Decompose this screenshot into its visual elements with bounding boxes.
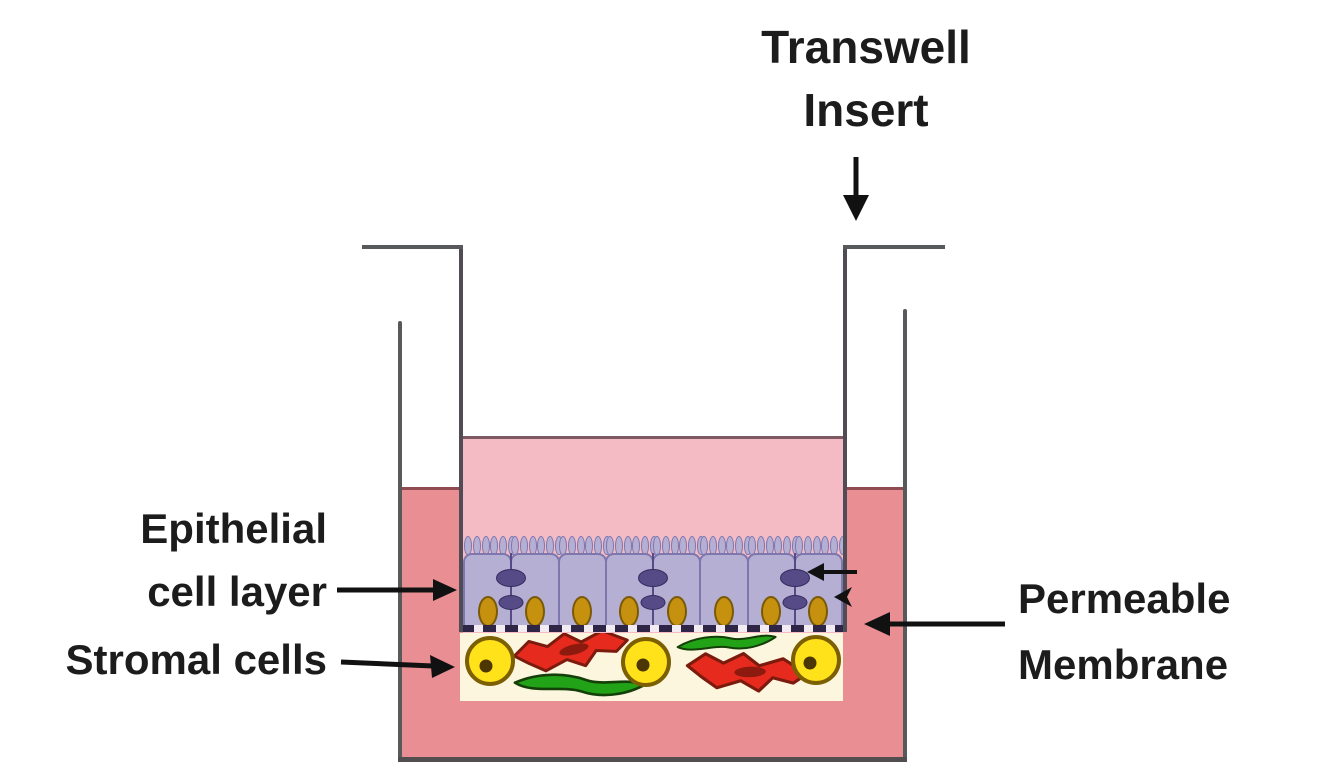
epithelial-label-line-2: cell layer: [147, 568, 327, 615]
epithelial-cell: [699, 527, 753, 632]
stromal-cell-spindle: [513, 673, 646, 697]
outer-well-right-wall: [903, 309, 907, 762]
stromal-cell-spindle: [676, 634, 777, 651]
epithelial-cell-body: [604, 553, 654, 632]
cilia-group: [511, 536, 538, 555]
stromal-cell-round: [791, 635, 841, 685]
epithelial-cell-body: [557, 553, 607, 632]
epithelial-cell-body: [793, 553, 843, 632]
epithelial-cell-body: [463, 553, 513, 632]
junction-complex-oval: [498, 595, 524, 610]
tight-junction: [638, 553, 668, 632]
stromal-cell-fibroblast: [512, 633, 629, 673]
permeable-membrane-label: Permeable Membrane: [1018, 566, 1308, 698]
cilia-row: [700, 529, 753, 555]
cilia-row: [653, 529, 705, 555]
outer-well-left-wall: [398, 321, 402, 762]
stromal-cell-round: [465, 636, 515, 686]
epithelial-cell-body: [652, 553, 702, 632]
stromal-cell-layer: [460, 633, 843, 701]
junction-complex-oval: [782, 595, 808, 610]
epithelial-nucleus: [619, 596, 640, 627]
transwell-insert-arrow: [843, 157, 869, 221]
epithelial-nucleus: [477, 596, 498, 627]
tight-junction: [496, 553, 527, 632]
insert-right-wall: [843, 245, 847, 632]
tight-junction: [779, 553, 810, 632]
epithelial-label-line-1: Epithelial: [140, 505, 327, 552]
epithelial-nucleus: [524, 596, 545, 627]
cilia-row: [464, 529, 516, 555]
epithelial-nucleus: [572, 596, 593, 627]
epithelial-cell-body: [746, 553, 796, 632]
epithelial-cell-layer: [463, 527, 847, 632]
epithelial-nucleus: [808, 596, 829, 627]
stromal-cells-graphic: [465, 633, 841, 697]
transwell-insert-label: Transwell Insert: [700, 16, 1032, 142]
epithelial-cell-layer-label: Epithelial cell layer: [18, 497, 327, 623]
epithelial-cell-body: [510, 553, 560, 632]
cilia-row: [605, 529, 658, 555]
cilia-row: [794, 529, 847, 555]
outer-well-bottom-wall: [398, 757, 907, 762]
title-line-1: Transwell: [761, 21, 971, 73]
stromal-cell-fibroblast: [685, 652, 809, 693]
epithelial-cell-body: [699, 553, 749, 632]
junction-complex-oval: [640, 595, 666, 610]
cilia-row: [558, 529, 611, 555]
junction-complex-oval: [779, 569, 810, 587]
epithelial-cell: [557, 527, 611, 632]
permeable-membrane: [461, 625, 843, 632]
cilia-row: [747, 529, 800, 555]
epithelial-nucleus: [666, 596, 687, 627]
membrane-label-line-2: Membrane: [1018, 641, 1229, 688]
membrane-label-line-1: Permeable: [1018, 575, 1231, 622]
epithelial-nucleus: [761, 596, 782, 627]
junction-complex-oval: [638, 569, 668, 587]
stromal-cells-label: Stromal cells: [65, 636, 327, 683]
cilia-row: [511, 529, 564, 555]
insert-right-flange: [843, 245, 945, 249]
stromal-cell-round: [621, 637, 671, 687]
junction-complex-oval: [496, 569, 527, 587]
insert-left-flange: [362, 245, 463, 249]
epithelial-nucleus: [713, 596, 734, 627]
title-line-2: Insert: [803, 84, 929, 136]
insert-left-wall: [459, 245, 463, 632]
